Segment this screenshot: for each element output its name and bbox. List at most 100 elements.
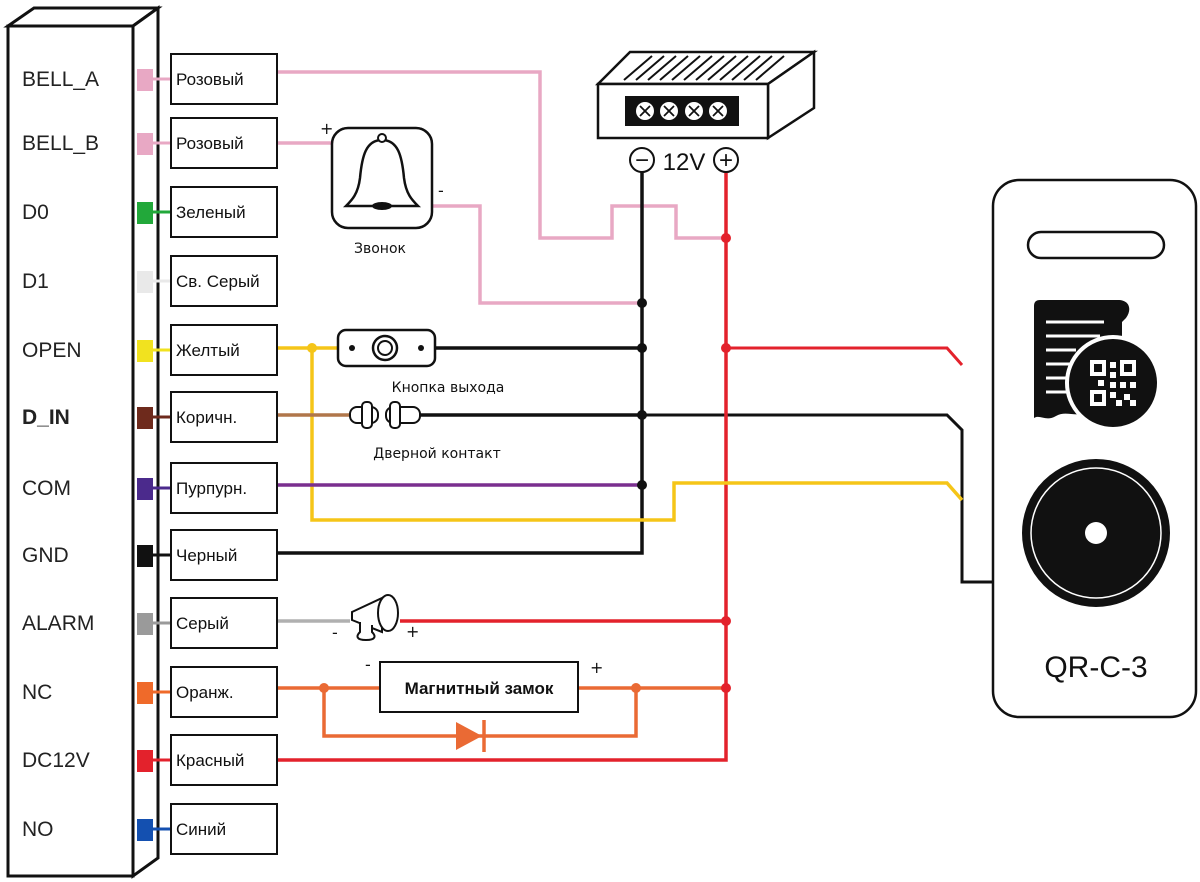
junctions	[307, 233, 731, 693]
junction-dot	[307, 343, 317, 353]
qr-reader: QR-C-3	[991, 178, 1198, 719]
pin-label: COM	[22, 477, 71, 500]
pin-label: BELL_B	[22, 132, 99, 155]
junction-dot	[631, 683, 641, 693]
wire-color-box	[170, 53, 278, 105]
diode-triangle-icon	[456, 722, 482, 750]
pin-color-swatch	[137, 545, 153, 567]
wire-color-box	[170, 391, 278, 443]
pin-color-swatch	[137, 340, 153, 362]
pin-color-swatch	[137, 271, 153, 293]
siren: - +	[332, 594, 419, 642]
pin-color-swatch	[137, 407, 153, 429]
junction-dot	[721, 343, 731, 353]
wire-bell-return	[432, 204, 642, 305]
siren-mount	[356, 622, 376, 642]
bell-clapper	[372, 202, 392, 210]
wire-gnd-trunk	[277, 160, 644, 555]
doorbell-minus-sign: -	[438, 181, 444, 200]
wire-12v-trunk	[277, 172, 728, 762]
wire-color-label: Зеленый	[176, 203, 246, 222]
junction-dot	[319, 683, 329, 693]
qr-code-icon	[1065, 335, 1161, 431]
qr-reader-model: QR-C-3	[1044, 651, 1147, 684]
pin-label: D1	[22, 270, 49, 293]
wire-color-label: Красный	[176, 751, 244, 770]
power-supply: − 12V +	[594, 49, 818, 176]
psu-minus-terminal	[629, 147, 655, 173]
wire-yellow-loop	[310, 348, 964, 522]
doorbell-plus-sign: +	[320, 119, 333, 138]
pin-color-swatch	[137, 202, 153, 224]
wire-color-label: Розовый	[176, 70, 244, 89]
psu-plus-terminal	[713, 147, 739, 173]
wire-color-box	[170, 529, 278, 581]
door-contact: Дверной контакт	[349, 401, 501, 462]
exit-button-push-inner	[377, 340, 393, 356]
wire-color-label: Св. Серый	[176, 272, 260, 291]
door-contact-right-cap	[389, 401, 401, 429]
exit-button-label: Кнопка выхода	[392, 380, 505, 396]
magnetic-lock: Магнитный замок - +	[365, 655, 603, 713]
exit-button: Кнопка выхода	[336, 328, 505, 396]
qr-reader-body	[991, 178, 1198, 719]
siren-minus-sign: -	[332, 623, 338, 642]
controller-front-face	[6, 24, 135, 878]
magnetic-lock-minus-sign: -	[365, 655, 371, 674]
wire-color-label: Серый	[176, 614, 229, 633]
psu-minus-sign: −	[635, 147, 649, 174]
wire-color-label: Розовый	[176, 134, 244, 153]
pin-label: D0	[22, 201, 49, 224]
pin-color-swatch	[137, 750, 153, 772]
wire-color-box	[170, 255, 278, 307]
magnetic-lock-plus-sign: +	[590, 658, 603, 677]
psu-plus-sign: +	[719, 147, 733, 174]
psu-voltage-label: 12V	[663, 149, 706, 176]
wire-color-label: Пурпурн.	[176, 479, 247, 498]
wire-color-box	[170, 462, 278, 514]
magnetic-lock-label: Магнитный замок	[405, 679, 554, 698]
junction-dot	[637, 343, 647, 353]
pin-label: GND	[22, 544, 69, 567]
wire-color-box	[170, 666, 278, 718]
junction-dot	[721, 683, 731, 693]
pin-label: NO	[22, 818, 54, 841]
pin-row: COM Пурпурн.	[22, 462, 278, 514]
pin-color-swatch	[137, 819, 153, 841]
pin-row: D0 Зеленый	[22, 186, 278, 238]
siren-plus-sign: +	[406, 622, 419, 641]
junction-dot	[637, 298, 647, 308]
pin-label: DC12V	[22, 749, 90, 772]
wire-color-box	[170, 597, 278, 649]
wire-reader-red	[726, 346, 964, 366]
pin-label: OPEN	[22, 339, 82, 362]
pin-color-swatch	[137, 613, 153, 635]
pin-row: D1 Св. Серый	[22, 255, 278, 307]
pin-color-swatch	[137, 682, 153, 704]
qr-reader-center-dot	[1085, 522, 1107, 544]
pin-row: DC12V Красный	[22, 734, 278, 786]
qr-reader-indicator-slot	[1026, 230, 1166, 260]
siren-horn	[351, 596, 383, 634]
diode	[456, 720, 486, 752]
pin-label: NC	[22, 681, 52, 704]
magnetic-lock-body	[379, 661, 579, 713]
pin-color-swatch	[137, 133, 153, 155]
pin-label: D_IN	[22, 406, 70, 429]
qr-reader-card-ring	[1030, 467, 1162, 599]
siren-mouth	[377, 594, 399, 632]
doorbell-label: Звонок	[354, 241, 406, 257]
doorbell: + - Звонок	[320, 119, 444, 257]
exit-button-screw-left	[349, 345, 355, 351]
wire-bell-a	[277, 70, 726, 240]
wire-color-box	[170, 186, 278, 238]
wire-color-box	[170, 117, 278, 169]
pin-label: ALARM	[22, 612, 94, 635]
junction-dot	[637, 410, 647, 420]
door-contact-left-cap	[361, 401, 373, 429]
